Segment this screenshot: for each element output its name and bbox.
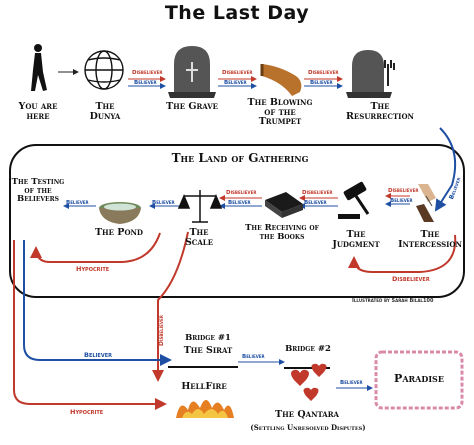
tag-disbeliever-4: Disbeliever <box>388 188 419 194</box>
resurrection-label: The Resurrection <box>346 101 414 122</box>
tag-believer-6: Believer <box>228 200 251 206</box>
tag-believer-9: Believer <box>84 351 112 359</box>
bridge2-label: Bridge #2 <box>285 344 331 354</box>
tag-believer-2: Believer <box>224 80 247 86</box>
testing-hypocrite-loop-arrow <box>30 232 161 263</box>
testing-to-sirat-believer-arrow <box>23 240 172 366</box>
credit-text: Illustrated by Sarah Bilal100 <box>352 298 434 304</box>
gravestone-icon <box>168 46 216 98</box>
paradise-frame <box>374 350 464 410</box>
tag-disbeliever-7: Disbeliever <box>392 275 430 283</box>
fire-icon <box>176 400 234 418</box>
horn-icon <box>260 64 302 96</box>
testing-label: The Testing of the Believers <box>11 177 65 205</box>
hearts-icon <box>291 363 327 401</box>
tag-disbeliever-vertical: Disbeliever <box>158 315 165 346</box>
globe-icon <box>84 50 124 90</box>
land-of-gathering-frame <box>9 144 465 298</box>
tag-disbeliever-5: Disbeliever <box>302 190 333 196</box>
page-title: The Last Day <box>164 2 310 24</box>
hellfire-label: HellFire <box>181 381 227 392</box>
tag-disbeliever-6: Disbeliever <box>226 190 257 196</box>
qantara-label: The Qantara <box>275 409 339 420</box>
judgment-label: The Judgment <box>332 229 380 250</box>
grave-label: The Grave <box>166 101 218 112</box>
gavel-icon <box>338 181 370 219</box>
scale-label: The Scale <box>184 227 214 248</box>
bowl-icon <box>99 202 141 224</box>
tag-believer-8: Believer <box>66 200 89 206</box>
intercession-label: The Intercession <box>398 229 462 250</box>
scale-to-hellfire-arrow <box>152 231 189 382</box>
tag-believer-11: Believer <box>340 380 363 386</box>
tag-disbeliever-3: Disbeliever <box>308 70 339 76</box>
tag-disbeliever-1: Disbeliever <box>132 70 163 76</box>
tag-disbeliever-2: Disbeliever <box>222 70 253 76</box>
tag-believer-5: Believer <box>304 200 327 206</box>
resurrection-to-intercession-arrow <box>434 127 457 212</box>
pond-label: The Pond <box>94 227 144 238</box>
tag-believer-10: Believer <box>242 354 265 360</box>
tag-hypocrite-1: Hypocrite <box>76 265 110 273</box>
scale-icon <box>177 190 223 223</box>
qantara-subtitle: (Settling Unresolved Disputes) <box>250 423 366 432</box>
trumpet-label: The Blowing of the Trumpet <box>247 97 313 128</box>
you-are-here-label: You are here <box>18 101 58 122</box>
books-label: The Receiving of the Books <box>245 223 319 242</box>
rising-hand-icon <box>346 50 395 98</box>
intercession-disbeliever-loop-arrow <box>348 234 457 273</box>
book-icon <box>265 192 303 218</box>
testing-to-hellfire-hypocrite-arrow <box>13 240 167 410</box>
tag-believer-7: Believer <box>152 200 175 206</box>
tag-hypocrite-2: Hypocrite <box>70 408 104 416</box>
hands-icon <box>416 184 436 222</box>
tag-believer-3: Believer <box>310 80 333 86</box>
paradise-label: Paradise <box>394 372 444 385</box>
sirat-label: The Sirat <box>183 345 233 356</box>
section-title: The Land of Gathering <box>171 151 309 165</box>
tag-believer-4: Believer <box>390 198 413 204</box>
bridge1-label: Bridge #1 <box>185 333 231 343</box>
tag-believer-1: Believer <box>134 80 157 86</box>
dunya-label: The Dunya <box>89 101 121 122</box>
walking-person-icon <box>31 44 47 91</box>
